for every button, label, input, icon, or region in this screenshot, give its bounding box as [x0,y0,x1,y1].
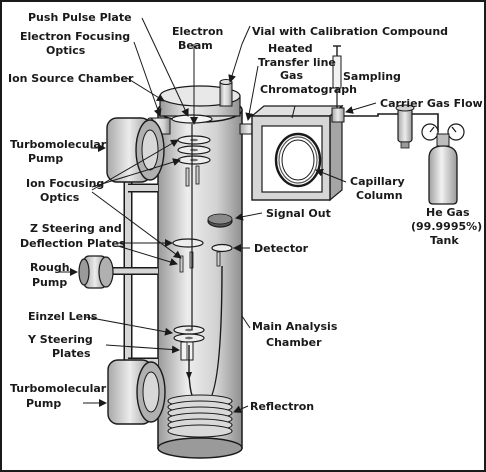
label-electron-beam-line1: Electron [172,25,223,38]
label-electron-focusing-optics-line1: Electron Focusing [20,30,130,43]
label-ion-focusing-optics-line1: Ion Focusing [26,177,104,190]
label-carrier-gas-flow: Carrier Gas Flow [380,97,483,110]
label-main-analysis-chamber-line1: Main Analysis [252,320,338,333]
label-einzel-lens: Einzel Lens [28,310,98,323]
label-z-steering-line2: Deflection Plates [20,237,126,250]
label-main-analysis-chamber-line2: Chamber [266,336,322,349]
label-heated-transfer-line1: Heated [268,42,313,55]
sampling-syringe [332,45,342,108]
label-reflectron: Reflectron [250,400,314,413]
label-push-pulse-plate: Push Pulse Plate [28,11,132,24]
label-rough-pump-line1: Rough [30,261,70,274]
label-signal-out: Signal Out [266,207,331,220]
label-gas-chromatograph-line2: Chromatograph [260,83,357,96]
label-capillary-column-line2: Column [356,189,403,202]
label-capillary-column-line1: Capillary [350,175,405,188]
label-he-gas-line1: He Gas [426,206,470,219]
label-rough-pump-line2: Pump [32,276,67,289]
label-ion-focusing-optics-line2: Optics [40,191,80,204]
y-steering-plates [180,341,194,361]
detector [211,243,233,267]
label-vial-calibration: Vial with Calibration Compound [252,25,448,38]
label-he-gas-line2: (99.9995%) [411,220,482,233]
he-gas-tank [421,123,465,205]
label-group: Push Pulse Plate Electron Focusing Optic… [8,11,483,413]
signal-out-port [207,213,233,228]
gc-inlet [331,107,345,123]
label-turbomolecular-pump-top-line1: Turbomolecular [10,138,107,151]
electron-beam-port [219,79,233,107]
label-electron-focusing-optics-line2: Optics [46,44,86,57]
reflectron [167,394,233,438]
rough-pump [78,255,114,289]
carrier-gas-line [344,113,439,132]
label-z-steering-line1: Z Steering and [30,222,122,235]
label-he-gas-line3: Tank [430,234,459,247]
push-pulse-plate [171,114,213,124]
label-gas-chromatograph-line1: Gas [280,69,303,82]
einzel-lens [173,325,205,343]
gas-filter [395,104,415,149]
label-turbomolecular-pump-top-line2: Pump [28,152,63,165]
label-heated-transfer-line2: Transfer line [258,56,336,69]
label-y-steering-line1: Y Steering [27,333,93,346]
turbomolecular-pump-top [106,117,165,183]
capillary-column [274,132,322,188]
ion-focusing-optics [177,135,211,165]
label-sampling: Sampling [343,70,401,83]
label-turbomolecular-pump-bottom-line1: Turbomolecular [10,382,107,395]
turbomolecular-pump-bottom [107,359,166,425]
label-y-steering-line2: Plates [52,347,91,360]
label-ion-source-chamber: Ion Source Chamber [8,72,134,85]
label-turbomolecular-pump-bottom-line2: Pump [26,397,61,410]
label-electron-beam-line2: Beam [178,39,213,52]
label-detector: Detector [254,242,309,255]
leader-lines [58,17,377,413]
